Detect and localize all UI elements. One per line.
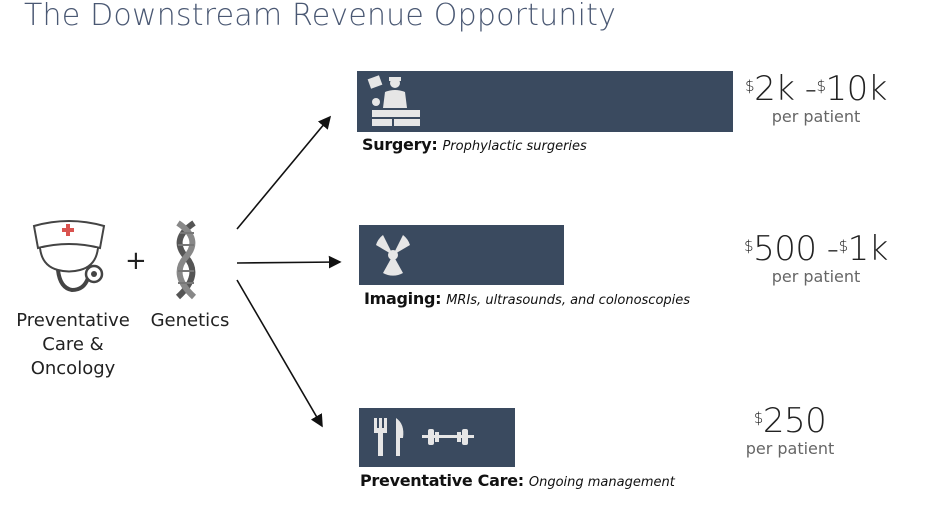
- plus-sign: +: [125, 246, 147, 276]
- imaging-price: $500 -$1k per patient: [744, 229, 888, 286]
- arrow-to-preventative: [236, 279, 323, 428]
- surgery-price: $2k -$10k per patient: [745, 69, 887, 126]
- arrow-to-imaging: [236, 255, 342, 269]
- preventative-price: $250 per patient: [745, 401, 835, 458]
- arrow-to-surgery: [236, 115, 332, 230]
- genetics-label: Genetics: [150, 310, 230, 331]
- preventative-caption: Preventative Care:Ongoing management: [360, 471, 675, 490]
- surgery-caption: Surgery:Prophylactic surgeries: [362, 135, 587, 154]
- nurse-stethoscope-icon: [32, 220, 106, 293]
- radiation-icon: [376, 235, 410, 276]
- surgeon-icon: [367, 75, 420, 126]
- fork-knife-icon: [374, 418, 404, 456]
- dumbbell-icon: [422, 429, 474, 445]
- care-oncology-label: Preventative Care & Oncology: [16, 310, 130, 379]
- page-title: The Downstream Revenue Opportunity: [24, 0, 617, 33]
- imaging-caption: Imaging:MRIs, ultrasounds, and colonosco…: [364, 289, 691, 308]
- dna-icon: [175, 220, 197, 300]
